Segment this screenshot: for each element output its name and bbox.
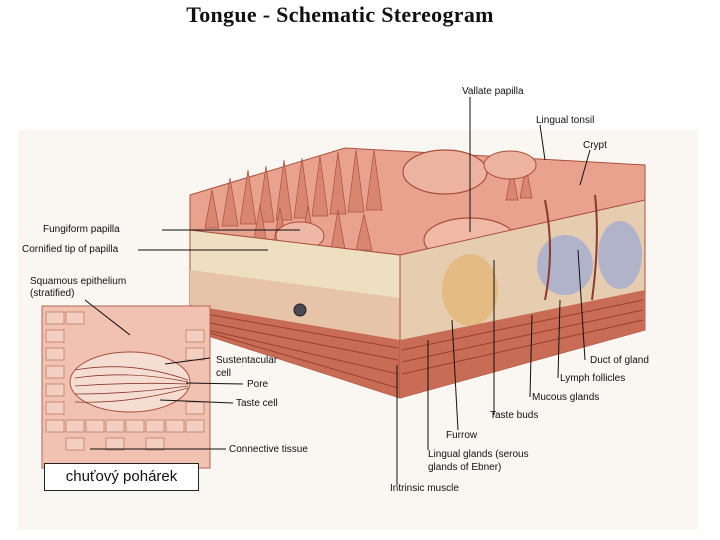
leader-lines xyxy=(84,97,591,485)
lymph-follicle-1 xyxy=(537,235,593,295)
label-squamous-epithelium-sub: (stratified) xyxy=(30,288,75,299)
label-furrow: Furrow xyxy=(446,430,478,441)
label-lingual-glands: Lingual glands (serous xyxy=(428,449,529,460)
muscle-fibers-side xyxy=(401,299,644,375)
lymph-follicle-2 xyxy=(598,221,642,289)
label-lymph-follicles: Lymph follicles xyxy=(560,373,626,384)
label-lingual-glands-sub: glands of Ebner) xyxy=(428,462,502,473)
taste-bud-cells xyxy=(74,366,189,403)
label-vallate-papilla: Vallate papilla xyxy=(462,86,524,97)
label-squamous-epithelium: Squamous epithelium xyxy=(30,276,127,287)
label-connective-tissue: Connective tissue xyxy=(229,444,308,455)
label-crypt: Crypt xyxy=(583,140,607,151)
crypt-line xyxy=(544,199,551,301)
label-duct-of-gland: Duct of gland xyxy=(590,355,649,366)
vallate-papilla-small xyxy=(483,150,537,180)
label-cornified-tip: Cornified tip of papilla xyxy=(22,244,119,255)
muscle-band-front xyxy=(190,305,400,398)
label-sustentacular-cell-sub: cell xyxy=(216,368,232,379)
label-lingual-tonsil: Lingual tonsil xyxy=(536,115,595,126)
taste-bud-body xyxy=(69,351,191,413)
epithelial-cells xyxy=(45,311,205,451)
gland-region xyxy=(442,254,498,326)
vallate-papilla-top xyxy=(402,149,488,195)
page-title: Tongue - Schematic Stereogram xyxy=(186,2,494,27)
label-sustentacular-cell: Sustentacular xyxy=(216,355,278,366)
label-taste-buds: Taste buds xyxy=(490,410,539,421)
label-taste-cell: Taste cell xyxy=(236,398,278,409)
vessel-cross-section xyxy=(293,303,307,317)
label-fungiform-papilla: Fungiform papilla xyxy=(43,224,120,235)
label-intrinsic-muscle: Intrinsic muscle xyxy=(390,483,459,494)
lamina-propria-band xyxy=(190,270,400,340)
caption-box: chuťový pohárek xyxy=(44,463,199,491)
muscle-fibers-front xyxy=(194,311,399,389)
label-pore: Pore xyxy=(247,379,269,390)
crypt-line-2 xyxy=(591,194,598,301)
muscle-band-side xyxy=(400,290,645,398)
label-mucous-glands: Mucous glands xyxy=(532,392,600,403)
